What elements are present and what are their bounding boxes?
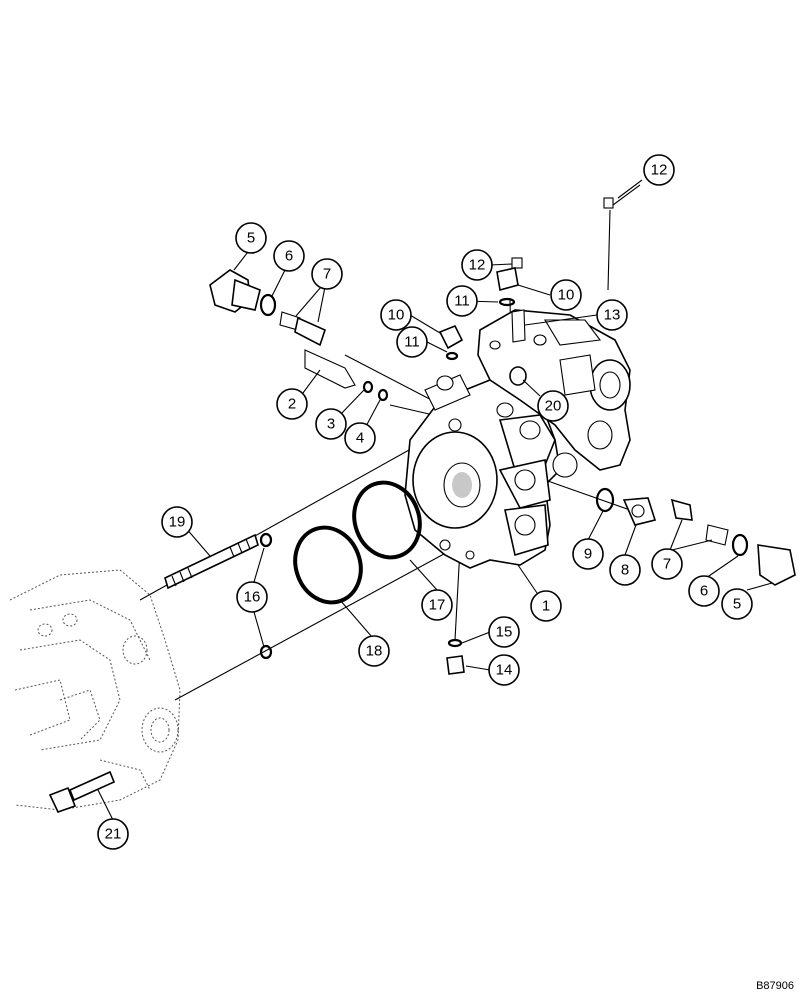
threaded-rod-19 (164, 533, 259, 590)
svg-text:20: 20 (545, 398, 562, 415)
svg-text:7: 7 (663, 556, 671, 573)
svg-text:2: 2 (288, 396, 296, 413)
top-plug-stack (496, 257, 527, 386)
svg-text:15: 15 (496, 624, 513, 641)
svg-text:11: 11 (454, 293, 470, 310)
ghost-pump-housing (9, 569, 181, 811)
callout-18: 18 (358, 635, 390, 667)
seal-rings (259, 480, 422, 660)
svg-text:1: 1 (542, 598, 550, 615)
svg-text:3: 3 (327, 416, 335, 433)
svg-text:16: 16 (244, 589, 261, 606)
svg-text:17: 17 (429, 597, 446, 614)
callout-7-right: 7 (651, 548, 683, 580)
callout-3: 3 (315, 408, 347, 440)
callout-14: 14 (488, 654, 520, 686)
callout-21: 21 (97, 818, 129, 850)
callouts: 12 5 6 7 12 10 11 13 10 11 2 (97, 154, 753, 850)
svg-text:5: 5 (733, 596, 741, 613)
callout-6-right: 6 (688, 575, 720, 607)
callout-13: 13 (596, 299, 628, 331)
callout-12-top: 12 (643, 154, 675, 186)
callout-9: 9 (572, 538, 604, 570)
screw-12-top (603, 184, 641, 209)
svg-text:18: 18 (366, 643, 383, 660)
callout-16: 16 (236, 581, 268, 613)
callout-5-right: 5 (721, 588, 753, 620)
upper-valve-body (477, 309, 631, 471)
svg-text:21: 21 (105, 826, 122, 843)
plug-10-left (438, 324, 464, 361)
callout-4: 4 (344, 422, 376, 454)
svg-text:12: 12 (469, 257, 486, 274)
svg-text:12: 12 (651, 162, 668, 179)
callout-15: 15 (488, 616, 520, 648)
callout-11-right: 11 (446, 285, 478, 317)
svg-text:7: 7 (323, 266, 331, 283)
plug-14 (446, 638, 465, 675)
svg-text:6: 6 (285, 248, 293, 265)
callout-2: 2 (276, 388, 308, 420)
callout-7-left: 7 (311, 258, 343, 290)
svg-text:19: 19 (169, 514, 186, 531)
callout-11-left: 11 (396, 326, 428, 358)
callout-10-left: 10 (380, 299, 412, 331)
svg-text:13: 13 (604, 307, 621, 324)
svg-text:6: 6 (700, 583, 708, 600)
svg-text:4: 4 (356, 430, 364, 447)
svg-text:14: 14 (496, 662, 513, 679)
figure-reference-code: B87906 (756, 980, 794, 992)
callout-12-mid: 12 (461, 249, 493, 281)
callout-8: 8 (609, 554, 641, 586)
callout-10-right: 10 (550, 279, 582, 311)
svg-text:10: 10 (388, 307, 405, 324)
callout-20: 20 (537, 390, 569, 422)
callout-5-left: 5 (235, 222, 267, 254)
svg-text:11: 11 (404, 334, 420, 351)
svg-text:10: 10 (558, 287, 575, 304)
svg-text:5: 5 (247, 230, 255, 247)
svg-text:8: 8 (621, 562, 629, 579)
bolt-21 (48, 770, 116, 813)
end-cover-body (404, 374, 578, 569)
callout-17: 17 (421, 589, 453, 621)
svg-text:9: 9 (584, 546, 592, 563)
callout-1: 1 (530, 590, 562, 622)
left-valve-stack (209, 269, 389, 402)
callout-6-left: 6 (273, 240, 305, 272)
callout-19: 19 (161, 506, 193, 538)
